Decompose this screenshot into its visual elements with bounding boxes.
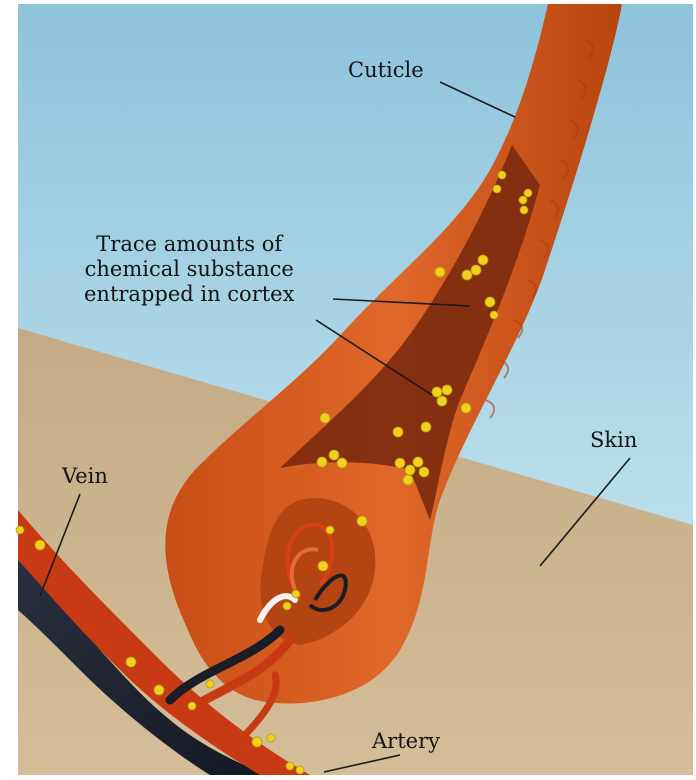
trace-label-line-2: chemical substance xyxy=(84,257,294,282)
trace-label-line-3: entrapped in cortex xyxy=(84,282,294,307)
trace-amounts-label: Trace amounts of chemical substance entr… xyxy=(84,232,294,307)
artery-label: Artery xyxy=(372,729,440,754)
cuticle-label: Cuticle xyxy=(348,58,424,83)
skin-label: Skin xyxy=(590,428,637,453)
vein-label: Vein xyxy=(62,464,108,489)
trace-label-line-1: Trace amounts of xyxy=(84,232,294,257)
